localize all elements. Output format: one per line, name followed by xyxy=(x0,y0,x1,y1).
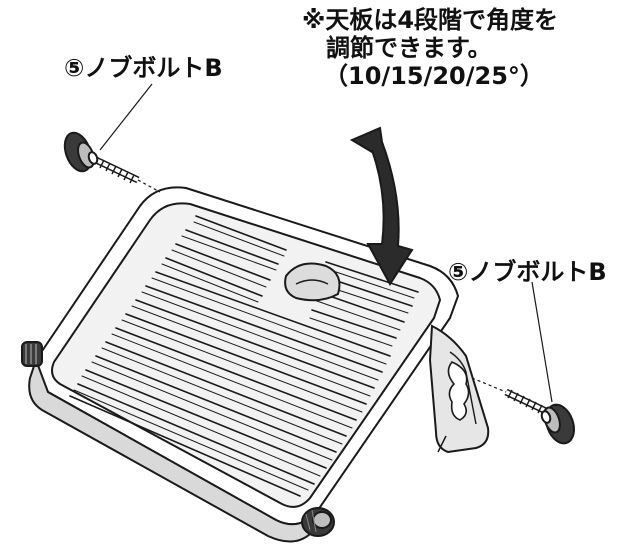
front-end-knob xyxy=(301,507,335,537)
center-grip-handle xyxy=(284,262,341,302)
knob-bolt-label-right: ⑤ノブボルトB xyxy=(448,258,607,286)
insert-path-left xyxy=(137,179,161,193)
knob-bolt-left xyxy=(63,131,140,184)
knob-bolt-right xyxy=(504,388,576,445)
leader-line-right xyxy=(531,281,553,403)
leader-lines xyxy=(99,83,553,403)
angle-adjust-note: ※天板は4段階で角度を 調節できます。 （10/15/20/25°） xyxy=(302,6,558,90)
right-support-leg xyxy=(428,324,490,454)
grip-ribs-inner xyxy=(73,221,415,491)
leader-line-left xyxy=(99,83,153,151)
grip-ribs xyxy=(69,215,419,497)
insert-path-right xyxy=(471,377,507,393)
knob-bolt-label-left: ⑤ノブボルトB xyxy=(64,54,223,82)
left-end-knob xyxy=(21,341,43,367)
note-line-2: 調節できます。 xyxy=(326,34,492,62)
note-line-3: （10/15/20/25°） xyxy=(324,62,544,90)
tilt-direction-arrow xyxy=(349,126,414,286)
note-line-1: ※天板は4段階で角度を xyxy=(302,6,559,34)
